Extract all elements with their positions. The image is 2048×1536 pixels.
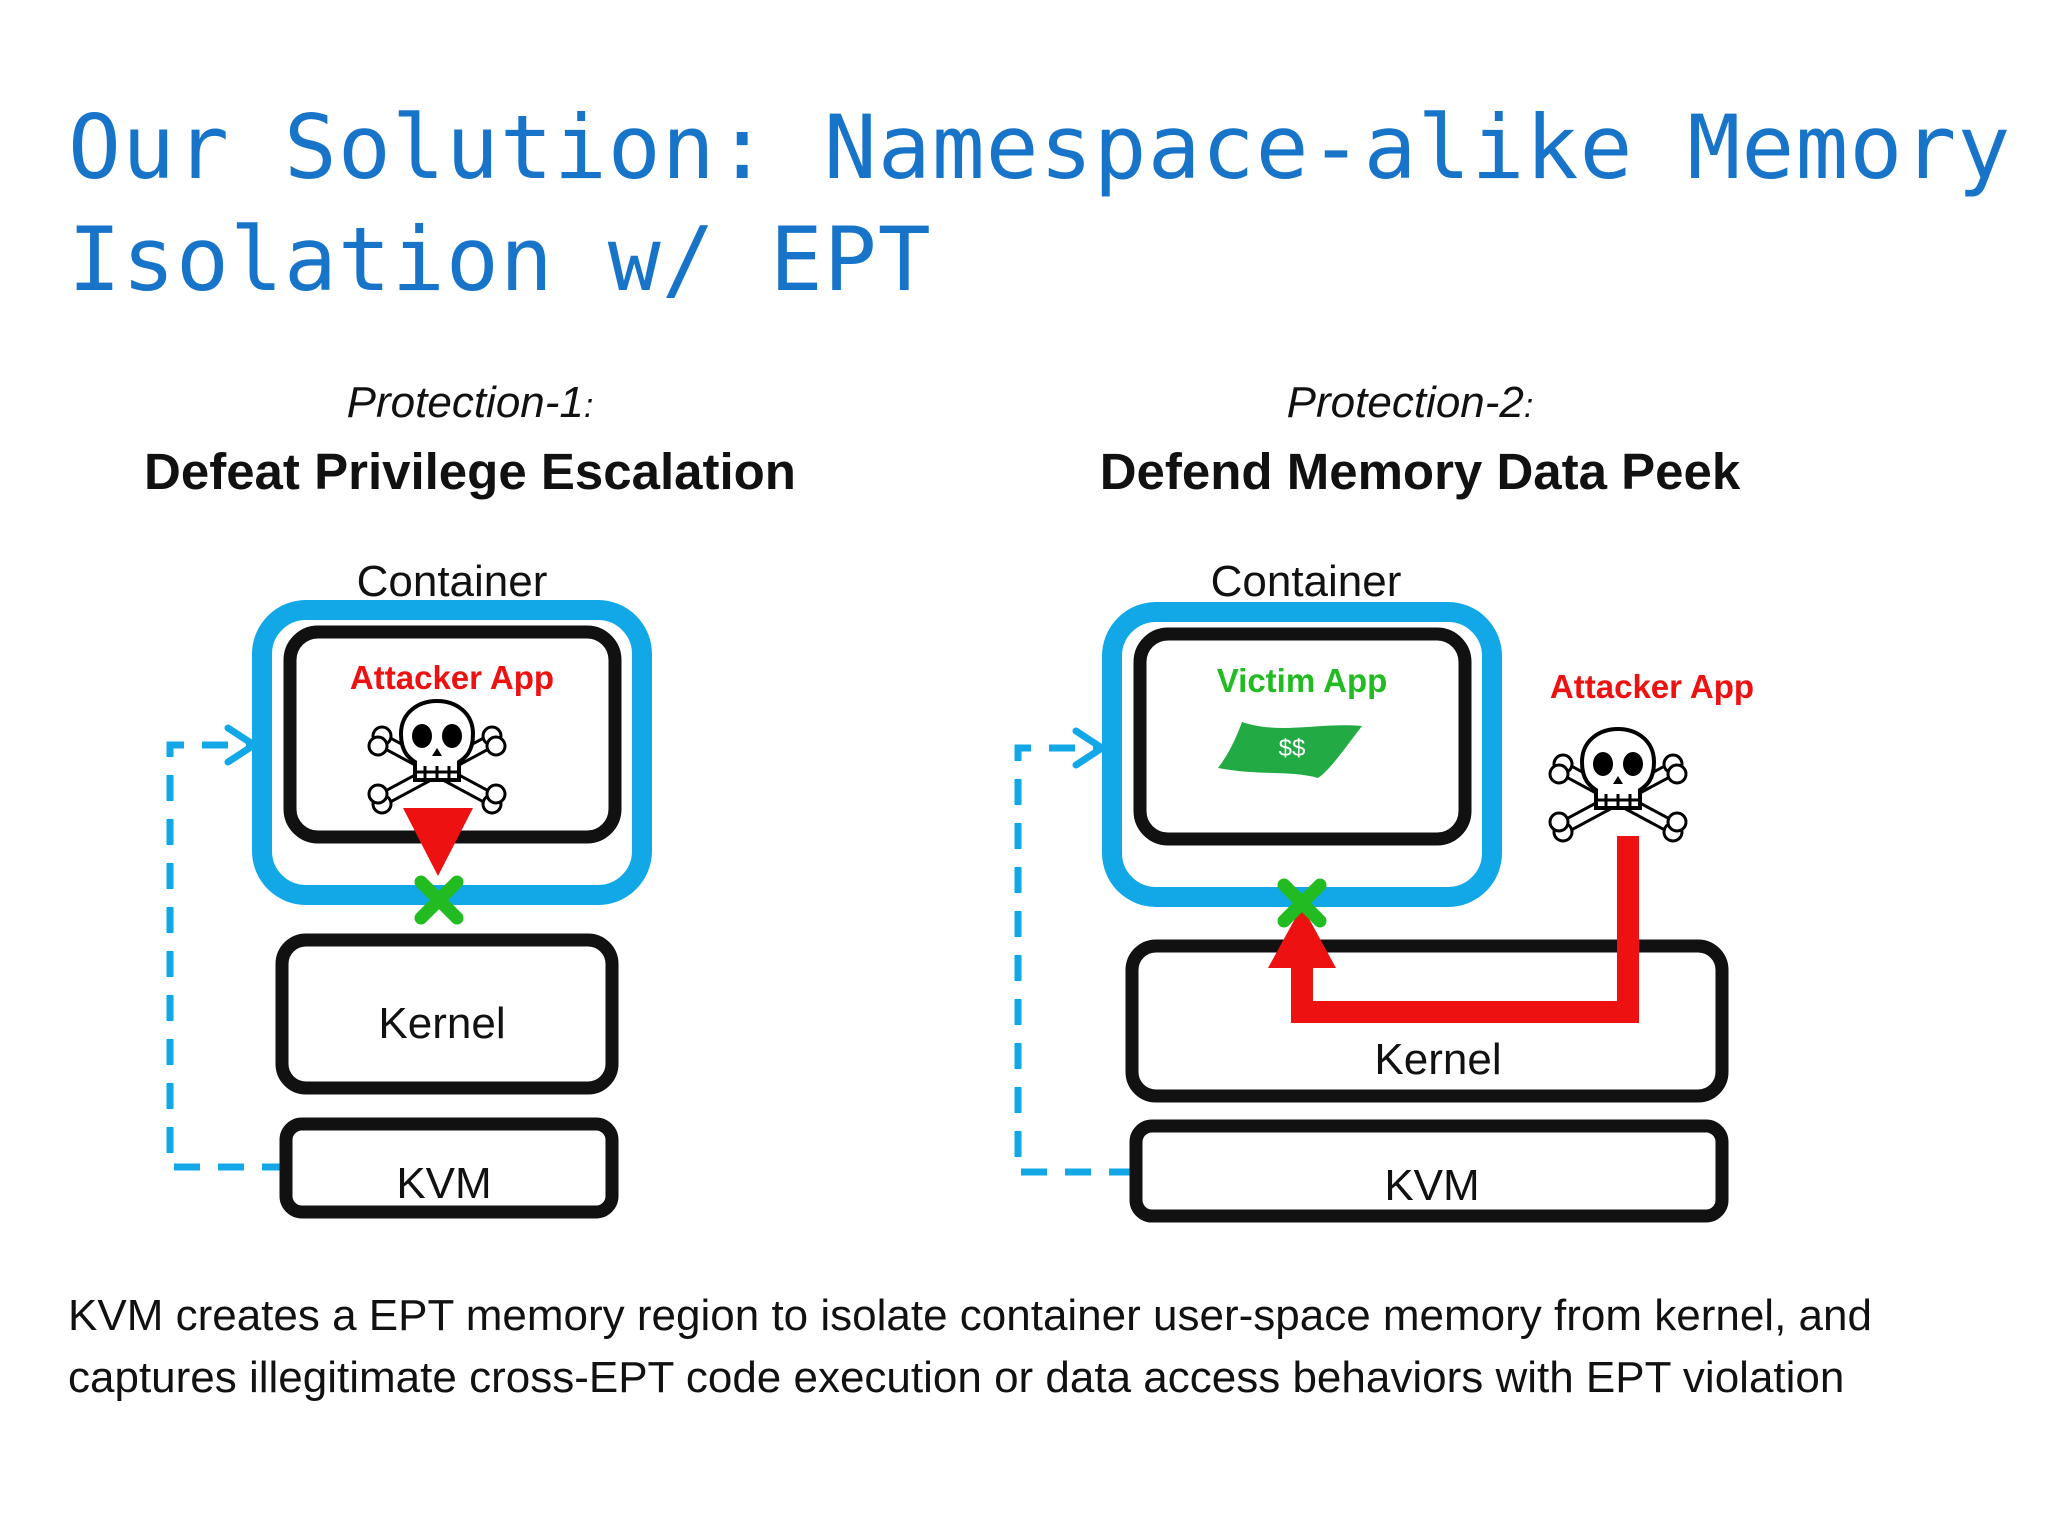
protection1-tag-colon: : (583, 387, 594, 425)
p1-kvm-label: KVM (396, 1159, 491, 1208)
p2-victim-app-label: Victim App (1217, 662, 1388, 699)
p2-container-label: Container (1211, 557, 1402, 606)
p2-ept-dashed-path (1014, 744, 1135, 1176)
protection1-heading: Defeat Privilege Escalation (144, 443, 796, 500)
p1-ept-dashed-path (166, 741, 288, 1171)
p2-skull-crossbones-icon (1550, 729, 1686, 841)
protection1-tag-text: Protection-1 (346, 378, 584, 427)
p1-container-label: Container (357, 557, 548, 606)
protection2-tag-colon: : (1523, 387, 1534, 425)
p1-attacker-app-label: Attacker App (350, 659, 554, 696)
p1-kvm-box (279, 1117, 619, 1219)
slide-title-line1: Our Solution: Namespace-alike Memory (68, 96, 2012, 199)
p2-money-bill-icon (1218, 722, 1362, 778)
protection2-tag: Protection-2: (1210, 378, 1610, 428)
p2-money-label: $$ (1279, 735, 1306, 762)
p1-kernel-label: Kernel (378, 999, 505, 1048)
p2-ept-arrowhead (1072, 727, 1106, 769)
slide-caption: KVM creates a EPT memory region to isola… (68, 1285, 2028, 1409)
p1-kernel-box (275, 933, 619, 1095)
slide-title-line2: Isolation w/ EPT (68, 208, 932, 311)
p2-kernel-label: Kernel (1374, 1035, 1501, 1084)
p2-attacker-app-label: Attacker App (1550, 668, 1754, 705)
p2-kvm-box (1129, 1119, 1729, 1223)
protection2-heading: Defend Memory Data Peek (1099, 443, 1741, 500)
slide-title: Our Solution: Namespace-alike Memory Iso… (68, 92, 2012, 316)
p2-kvm-label: KVM (1384, 1161, 1479, 1210)
caption-line2: captures illegitimate cross-EPT code exe… (68, 1353, 1845, 1402)
protection1-tag: Protection-1: (270, 378, 670, 428)
caption-line1: KVM creates a EPT memory region to isola… (68, 1291, 1872, 1340)
p1-ept-arrowhead (224, 724, 258, 766)
protection2-tag-text: Protection-2 (1286, 378, 1524, 427)
p2-attack-path (1291, 836, 1639, 1023)
p2-attack-arrowhead (1268, 906, 1336, 968)
p1-attack-arrow (403, 808, 473, 876)
